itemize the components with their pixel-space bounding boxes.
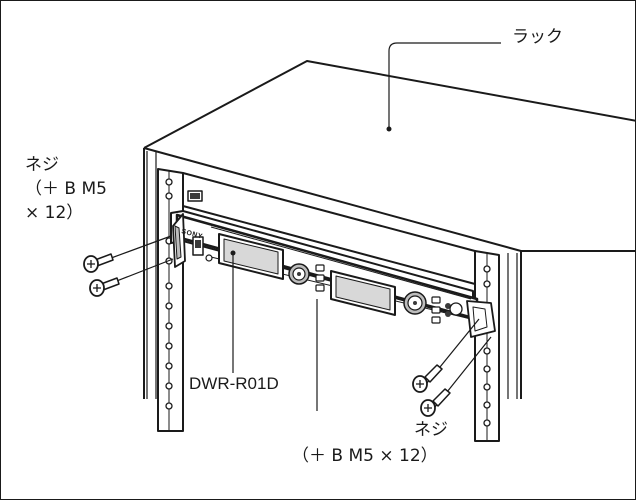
button-group-2: [431, 296, 441, 324]
left-rack-bracket: [172, 213, 186, 268]
right-screws: [412, 318, 492, 417]
upper-rack-unit: [182, 172, 476, 285]
screw-label-left-line3: × 12）: [25, 203, 84, 223]
screw-left-upper: [83, 253, 114, 273]
screw-label-left: ネジ （＋ B M5 × 12）: [23, 153, 109, 225]
leader-rack: [388, 42, 501, 129]
button-group-1: [315, 264, 325, 292]
rack-label: ラック: [510, 27, 565, 48]
screw-right-upper: [412, 364, 443, 393]
control-knob-1: [288, 263, 310, 285]
model-label: DWR-R01D: [187, 373, 281, 394]
left-screws: [83, 235, 174, 297]
leader-lines: [232, 42, 501, 411]
screw-label-left-line2: （＋ B M5: [25, 179, 107, 199]
screw-left-lower: [89, 277, 120, 297]
right-rack-bracket: [466, 300, 496, 338]
left-rack-rail: [157, 168, 184, 432]
screw-spec-label-right: （＋ B M5 × 12）: [292, 446, 438, 466]
control-knob-2: [403, 291, 427, 315]
screw-label-left-line1: ネジ: [25, 155, 59, 175]
right-rack-rail: [474, 250, 500, 442]
screw-label-right: ネジ: [414, 420, 448, 440]
screw-right-lower: [420, 388, 451, 417]
